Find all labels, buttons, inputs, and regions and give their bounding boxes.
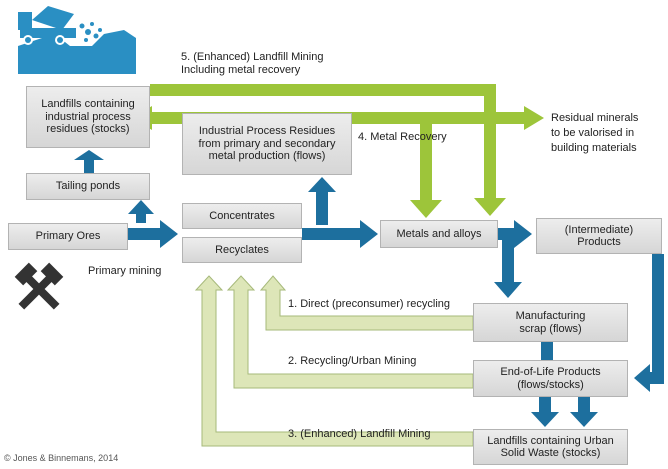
copyright-credit: © Jones & Binnemans, 2014 bbox=[4, 453, 119, 463]
industrial-residues-box: Industrial Process Residues from primary… bbox=[182, 113, 352, 175]
manufacturing-scrap-line-1: Manufacturing bbox=[515, 310, 586, 322]
metals-to-products-arrow bbox=[498, 220, 532, 248]
intermediate-products-line-1: (Intermediate) bbox=[564, 223, 634, 236]
intermediate-products-box: (Intermediate) Products bbox=[536, 218, 662, 254]
products-to-eol-arrow bbox=[634, 254, 664, 392]
enhanced-landfill-mining-line-1: 5. (Enhanced) Landfill Mining bbox=[181, 51, 324, 63]
industrial-residues-line-3: metal production (flows) bbox=[208, 150, 326, 163]
to-metals-arrow bbox=[302, 220, 378, 248]
direct-recycling-label: 1. Direct (preconsumer) recycling bbox=[288, 298, 450, 310]
tailing-ponds-box: Tailing ponds bbox=[26, 173, 150, 200]
tailing-ponds-label: Tailing ponds bbox=[55, 180, 121, 193]
residual-minerals-line-3: building materials bbox=[551, 142, 637, 154]
landfills-industrial-line-3: residues (stocks) bbox=[46, 123, 130, 136]
eol-to-landfill-arrow-left bbox=[531, 394, 559, 427]
metal-recovery-label: 4. Metal Recovery bbox=[358, 131, 447, 143]
end-of-life-line-1: End-of-Life Products bbox=[500, 366, 601, 378]
primary-flow-arrows bbox=[74, 150, 664, 427]
landfill-mining-label: 3. (Enhanced) Landfill Mining bbox=[288, 428, 431, 440]
landfills-urban-waste-box: Landfills containing Urban Solid Waste (… bbox=[473, 429, 628, 465]
urban-mining-arrow bbox=[226, 275, 474, 389]
eol-to-landfill-arrow-right bbox=[570, 394, 598, 427]
metal-recovery-shaft bbox=[420, 124, 432, 202]
direct-recycling-arrow bbox=[259, 275, 474, 331]
dump-truck-icon bbox=[18, 6, 136, 74]
ore-to-concentrates-arrow bbox=[128, 220, 178, 248]
landfills-industrial-line-2: industrial process bbox=[45, 110, 131, 123]
residual-minerals-line-2: to be valorised in bbox=[551, 127, 635, 139]
end-of-life-line-2: (flows/stocks) bbox=[517, 378, 584, 391]
enhanced-landfill-mining-line-2: Including metal recovery bbox=[181, 64, 301, 76]
enhanced-landfill-mining-label: 5. (Enhanced) Landfill Mining Including … bbox=[181, 51, 323, 77]
to-residues-arrow bbox=[308, 177, 336, 225]
concentrates-label: Concentrates bbox=[209, 209, 275, 222]
manufacturing-scrap-box: Manufacturing scrap (flows) bbox=[473, 303, 628, 342]
primary-ores-box: Primary Ores bbox=[8, 223, 128, 250]
residual-minerals-line-1: Residual minerals bbox=[551, 112, 639, 124]
ore-to-tailing-arrow bbox=[128, 200, 154, 223]
metals-alloys-label: Metals and alloys bbox=[396, 227, 482, 240]
end-of-life-products-box: End-of-Life Products (flows/stocks) bbox=[473, 360, 628, 397]
intermediate-products-line-2: Products bbox=[577, 236, 621, 248]
crossed-hammers-icon bbox=[14, 262, 64, 310]
industrial-residues-line-1: Industrial Process Residues bbox=[198, 125, 336, 138]
landfills-urban-line-1: Landfills containing Urban bbox=[487, 434, 614, 447]
landfills-industrial-line-1: Landfills containing bbox=[41, 98, 135, 111]
metals-alloys-box: Metals and alloys bbox=[380, 220, 498, 248]
landfill-mining-arrow bbox=[194, 275, 474, 447]
concentrates-box: Concentrates bbox=[182, 203, 302, 229]
urban-mining-label: 2. Recycling/Urban Mining bbox=[288, 355, 417, 367]
residual-minerals-arrowhead bbox=[524, 106, 544, 130]
metal-recovery-arrowhead bbox=[410, 200, 442, 218]
manufacturing-scrap-line-2: scrap (flows) bbox=[519, 322, 582, 335]
landfills-urban-line-2: Solid Waste (stocks) bbox=[500, 447, 601, 459]
residual-minerals-label: Residual minerals to be valorised in bui… bbox=[551, 111, 638, 156]
recyclates-label: Recyclates bbox=[215, 243, 269, 256]
manufacturing-to-eol-connector bbox=[541, 339, 553, 363]
primary-mining-label: Primary mining bbox=[88, 265, 162, 277]
industrial-residues-line-2: from primary and secondary bbox=[198, 137, 336, 150]
tailing-to-landfill-arrow bbox=[74, 150, 104, 173]
recycling-return-arrows bbox=[194, 275, 474, 447]
metals-to-manufacturing-arrow bbox=[494, 234, 522, 298]
primary-ores-label: Primary Ores bbox=[35, 230, 101, 243]
recyclates-box: Recyclates bbox=[182, 237, 302, 263]
landfills-industrial-residues-box: Landfills containing industrial process … bbox=[26, 86, 150, 148]
